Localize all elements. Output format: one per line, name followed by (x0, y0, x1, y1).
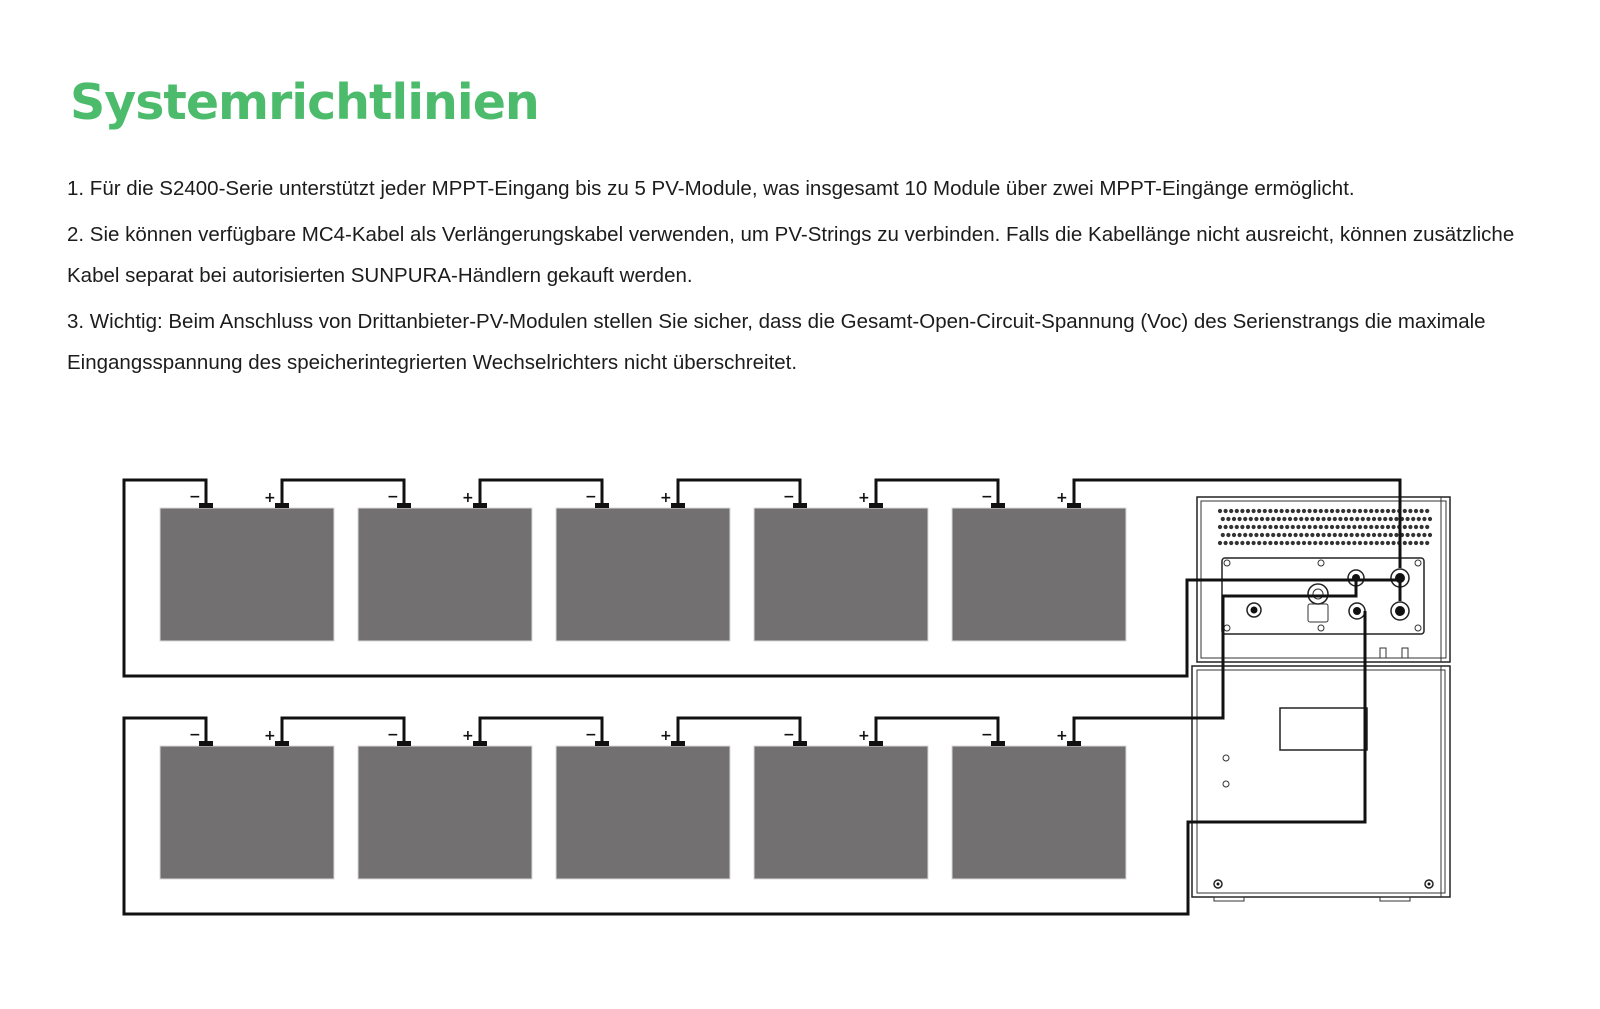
series-jumper-wire (874, 478, 1000, 504)
positive-terminal (671, 741, 685, 746)
positive-terminal (275, 503, 289, 508)
solar-panel-icon: −+ (357, 489, 533, 642)
negative-label: − (981, 727, 993, 743)
pv-string-2: −+−+−+−+−+ (159, 727, 1127, 880)
positive-label: + (1056, 490, 1068, 506)
negative-label: − (387, 489, 399, 505)
positive-label: + (462, 490, 474, 506)
negative-label: − (585, 489, 597, 505)
series-jumper-wire (280, 716, 406, 742)
page-title: Systemrichtlinien (70, 74, 540, 131)
series-jumper-wire (676, 478, 802, 504)
solar-panel-icon: −+ (555, 727, 731, 880)
negative-label: − (981, 489, 993, 505)
negative-terminal (793, 503, 807, 508)
battery-unit-icon (1191, 665, 1451, 902)
positive-label: + (264, 490, 276, 506)
series-jumper-wire (280, 478, 406, 504)
solar-panel-icon: −+ (951, 489, 1127, 642)
negative-terminal (991, 741, 1005, 746)
series-jumper-wire (676, 716, 802, 742)
series-jumper-wire (874, 716, 1000, 742)
positive-label: + (858, 728, 870, 744)
positive-label: + (660, 490, 672, 506)
negative-terminal (199, 503, 213, 508)
solar-panel-icon: −+ (753, 489, 929, 642)
negative-label: − (585, 727, 597, 743)
guideline-list: 1. Für die S2400-Serie unterstützt jeder… (67, 168, 1547, 388)
string-2-negative-wire (122, 611, 1367, 916)
positive-label: + (858, 490, 870, 506)
negative-terminal (595, 503, 609, 508)
positive-terminal (869, 503, 883, 508)
positive-label: + (462, 728, 474, 744)
series-jumper-wire (478, 716, 604, 742)
string-1-positive-wire (1072, 478, 1402, 568)
mppt-wiring (122, 478, 1402, 916)
string-1-negative-wire (122, 478, 1402, 678)
positive-terminal (473, 503, 487, 508)
positive-terminal (671, 503, 685, 508)
inverter-unit-icon (1196, 496, 1451, 663)
positive-terminal (473, 741, 487, 746)
positive-label: + (264, 728, 276, 744)
negative-terminal (397, 503, 411, 508)
negative-label: − (783, 727, 795, 743)
guideline-2: 2. Sie können verfügbare MC4-Kabel als V… (67, 223, 1515, 287)
negative-label: − (783, 489, 795, 505)
negative-terminal (397, 741, 411, 746)
negative-terminal (199, 741, 213, 746)
guideline-3: 3. Wichtig: Beim Anschluss von Drittanbi… (67, 310, 1486, 374)
negative-terminal (793, 741, 807, 746)
solar-panel-icon: −+ (753, 727, 929, 880)
solar-panel-icon: −+ (951, 727, 1127, 880)
guideline-1: 1. Für die S2400-Serie unterstützt jeder… (67, 177, 1355, 200)
negative-terminal (595, 741, 609, 746)
solar-panel-icon: −+ (555, 489, 731, 642)
solar-panel-icon: −+ (159, 727, 335, 880)
series-jumper-wire (478, 478, 604, 504)
positive-label: + (660, 728, 672, 744)
string-2-positive-wire (1072, 578, 1358, 742)
pv-string-1: −+−+−+−+−+ (159, 489, 1127, 642)
negative-terminal (991, 503, 1005, 508)
positive-label: + (1056, 728, 1068, 744)
vent-grille (1217, 508, 1433, 546)
negative-label: − (189, 489, 201, 505)
positive-terminal (1067, 741, 1081, 746)
solar-panel-icon: −+ (357, 727, 533, 880)
positive-terminal (869, 741, 883, 746)
negative-label: − (387, 727, 399, 743)
positive-terminal (275, 741, 289, 746)
negative-label: − (189, 727, 201, 743)
positive-terminal (1067, 503, 1081, 508)
pv-strings: −+−+−+−+−+−+−+−+−+−+ (159, 489, 1127, 880)
solar-panel-icon: −+ (159, 489, 335, 642)
